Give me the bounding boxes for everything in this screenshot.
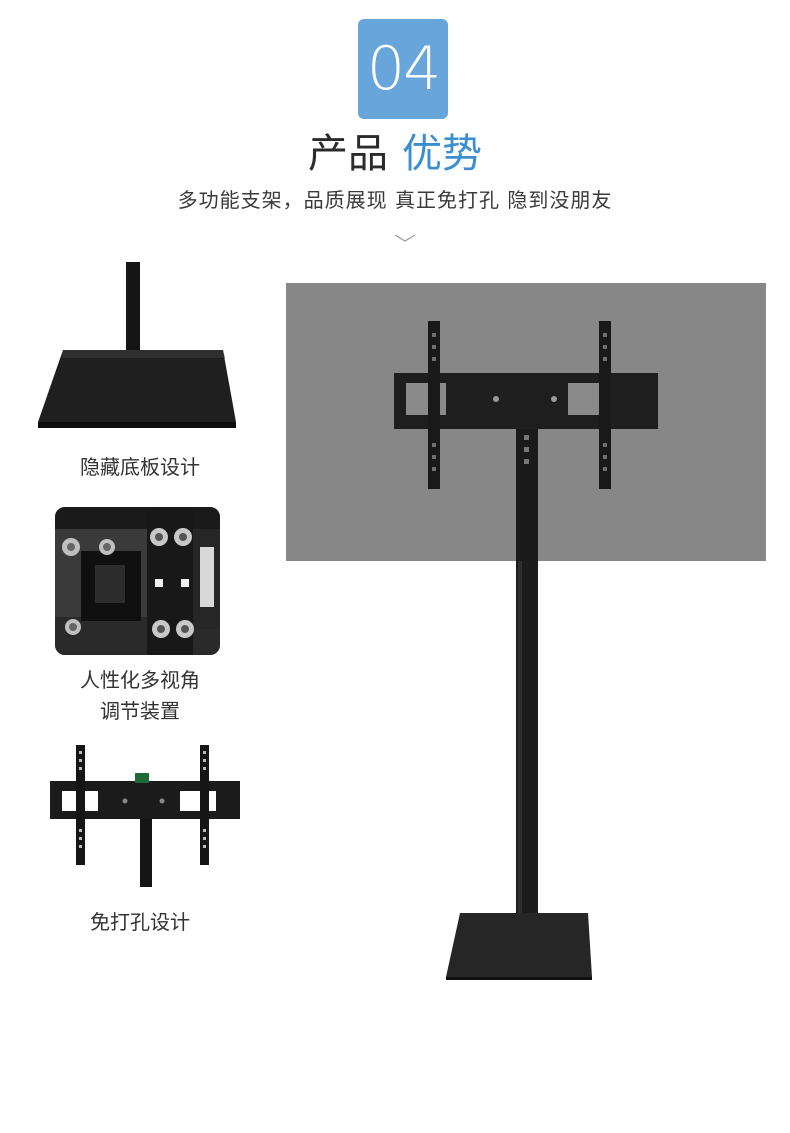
feature-label-hidden-base: 隐藏底板设计	[80, 455, 200, 479]
section-title-part1: 产品	[308, 131, 388, 177]
feature-caption: 免打孔设计	[20, 907, 260, 938]
section-subtitle: 多功能支架，品质展现 真正免打孔 隐到没朋友	[177, 188, 613, 212]
feature-label-no-drill: 免打孔设计	[90, 910, 190, 934]
feature-label-adjustable-line1: 人性化多视角	[80, 668, 200, 692]
section-title: 产品优势	[0, 131, 790, 177]
no-drill-mount-photo	[50, 745, 240, 887]
section-number-badge: 04	[358, 19, 448, 119]
section-number: 04	[366, 34, 441, 104]
feature-label-adjustable-line2: 调节装置	[100, 699, 180, 723]
adjustable-bracket-closeup-photo	[55, 507, 220, 655]
floor-tv-stand-with-screen-photo	[286, 283, 766, 980]
hidden-base-plate-photo	[38, 262, 236, 428]
feature-caption: 隐藏底板设计	[20, 452, 260, 483]
chevron-down-icon	[394, 234, 416, 242]
feature-caption: 人性化多视角 调节装置	[20, 665, 260, 727]
section-title-part2: 优势	[402, 131, 482, 177]
